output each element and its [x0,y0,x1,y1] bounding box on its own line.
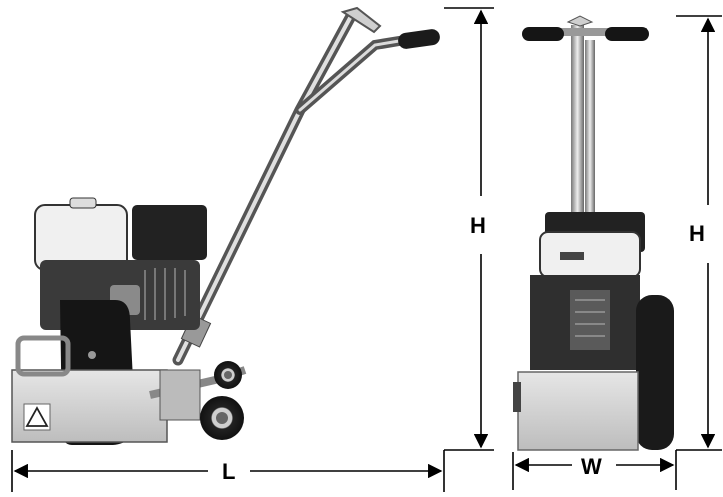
width-label: W [581,454,602,479]
front-handle-bar [525,28,647,36]
side-handle-grip [398,29,440,49]
side-engine-air-filter [132,205,207,260]
warning-triangle-icon [23,403,51,431]
length-label: L [222,459,235,484]
front-wheel [636,295,674,450]
front-handle-tube [571,25,584,235]
front-height-label: H [689,221,705,246]
side-height-label: H [470,213,486,238]
front-view-machine [513,15,674,451]
side-view-machine [11,6,440,445]
front-base-housing [517,371,639,451]
front-engine-fuel-tank [539,231,641,278]
front-handle-grip-left [522,27,564,41]
side-handle-knob [340,6,382,34]
dimension-lines [11,7,722,492]
front-handle-grip-right [605,27,649,41]
